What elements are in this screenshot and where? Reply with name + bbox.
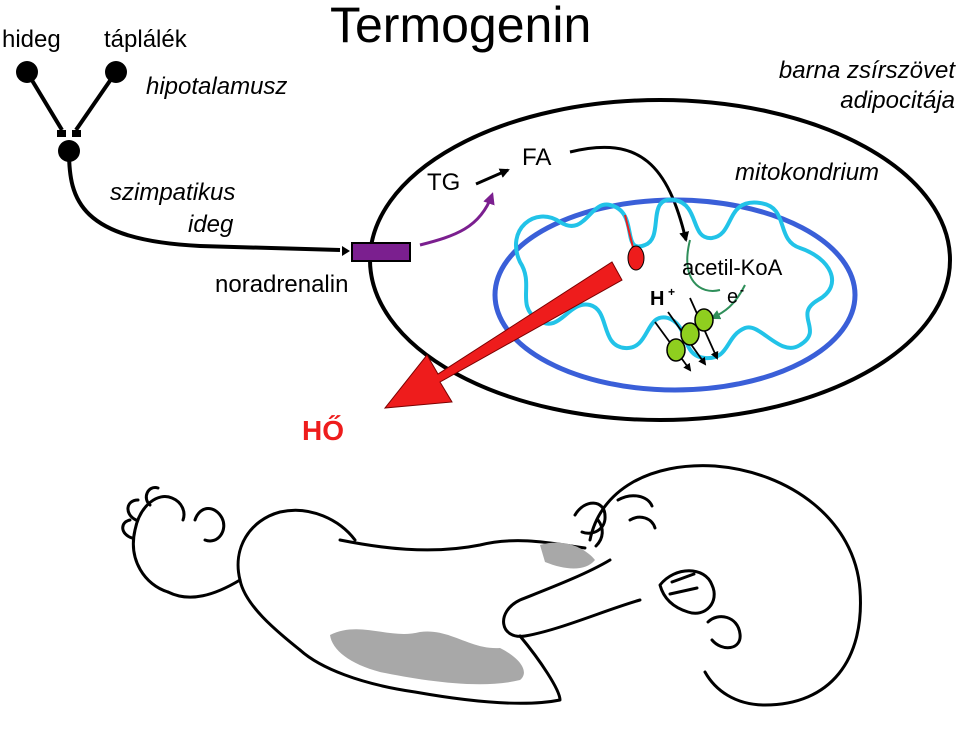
heat-arrow [383, 261, 623, 409]
cell-label-line1: barna zsírszövet [779, 57, 956, 84]
electron-path-arrow [710, 284, 746, 320]
fa-transport-arrow [569, 146, 689, 242]
nerve-label-line1: szimpatikus [110, 179, 235, 206]
cold-label: hideg [2, 26, 61, 53]
electron-sup: - [740, 283, 744, 297]
electron-path [686, 239, 721, 292]
signal-arrow [419, 192, 495, 247]
hypothalamus-label: hipotalamusz [146, 73, 287, 100]
mitochondrion-inner-membrane [513, 197, 834, 361]
neuron-pathway [16, 61, 350, 256]
proton-sup: + [668, 285, 675, 299]
food-label: táplálék [104, 26, 188, 53]
fa-label: FA [522, 144, 551, 171]
mitochondrion-label: mitokondrium [735, 159, 879, 186]
acetyl-coa-label: acetil-KoA [682, 255, 783, 280]
ucp-channel-icon [627, 245, 645, 271]
cell-label-line2: adipocitája [840, 87, 955, 114]
noradrenaline-label: noradrenalin [215, 271, 348, 298]
page-title: Termogenin [330, 0, 591, 53]
sympathetic-nerve [67, 150, 341, 252]
electron-transport-complex-icon [654, 297, 719, 372]
proton-label: H [650, 288, 664, 310]
receptor-icon [351, 242, 411, 262]
heat-label: HŐ [302, 415, 344, 446]
nerve-label-line2: ideg [188, 211, 234, 238]
lipolysis-arrow [475, 168, 510, 186]
electron-label: e [727, 286, 738, 308]
tg-label: TG [427, 169, 460, 196]
infant-illustration [121, 464, 862, 707]
